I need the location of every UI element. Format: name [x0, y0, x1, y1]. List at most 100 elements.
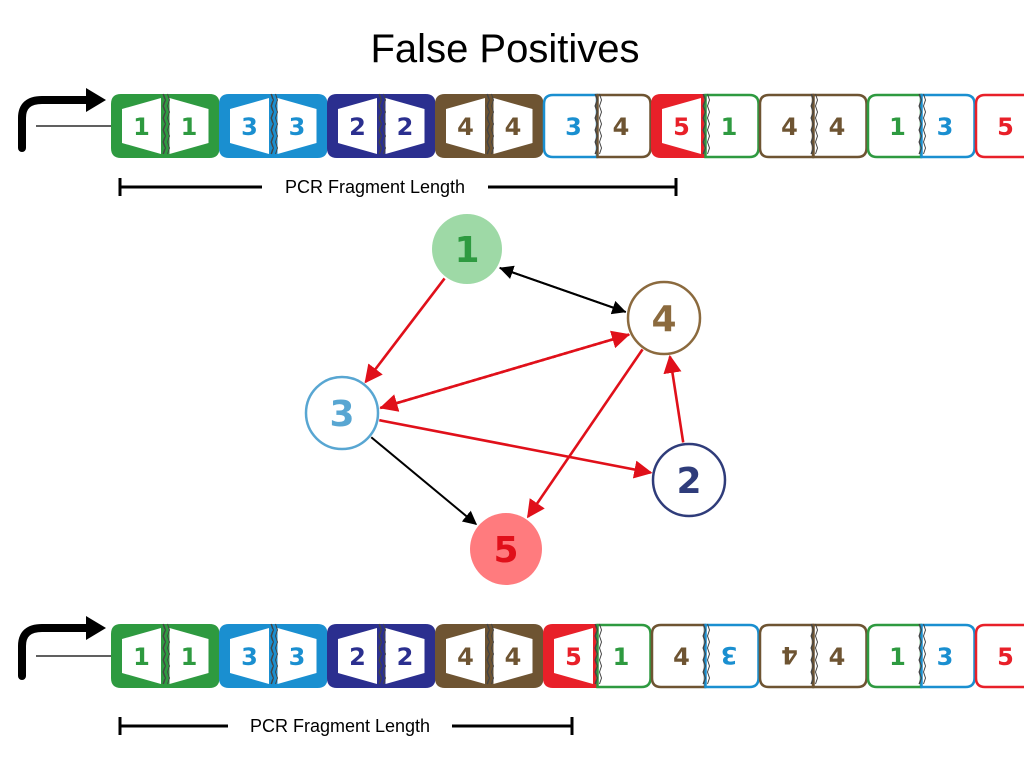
segment-top-9: 3 — [542, 93, 602, 159]
segment-bottom-12: 3 — [702, 623, 760, 689]
segment-label: 4 — [505, 643, 522, 671]
segment-label: 5 — [997, 643, 1014, 671]
segment-top-17: 5 — [974, 93, 1024, 159]
segment-bottom-3: 3 — [219, 623, 278, 688]
segment-label: 1 — [889, 643, 906, 671]
graph-nodes: 1 4 3 2 5 — [304, 214, 727, 585]
edge-3-to-4 — [379, 330, 631, 410]
segment-label: 1 — [721, 113, 738, 141]
segment-label: 3 — [565, 113, 582, 141]
edge-3-to-2 — [379, 418, 653, 479]
pcr-length-bar-bottom: PCR Fragment Length — [118, 716, 574, 736]
segment-label: 4 — [457, 643, 474, 671]
node-1: 1 — [432, 214, 502, 284]
segment-top-16: 3 — [918, 93, 976, 159]
segment-label: 3 — [241, 643, 258, 671]
segment-bottom-1: 1 — [111, 623, 170, 688]
promoter-arrow-icon — [18, 616, 112, 680]
segment-label: 3 — [241, 113, 258, 141]
pcr-length-bar-top: PCR Fragment Length — [118, 177, 678, 197]
segment-bottom-11: 4 — [650, 623, 710, 689]
edge-1-to-3 — [364, 277, 446, 384]
node-label: 2 — [676, 461, 701, 502]
segment-top-14: 4 — [810, 93, 868, 159]
segment-label: 5 — [997, 113, 1014, 141]
edge-4-to-3 — [379, 333, 630, 412]
node-label: 4 — [651, 299, 676, 340]
graph-edges — [364, 265, 685, 525]
segment-label: 5 — [673, 113, 690, 141]
segment-label: 3 — [721, 641, 738, 669]
segment-graph: 1 4 3 2 5 — [304, 214, 727, 585]
construct-bottom: 1 1 3 3 2 2 4 4 5 1 4 3 4 4 1 3 5 PCR Fragment Length — [18, 616, 1024, 736]
segment-bottom-10: 1 — [594, 623, 652, 689]
segment-top-11: 5 — [651, 93, 710, 158]
segment-top-6: 2 — [378, 93, 436, 158]
page-title: False Positives — [371, 27, 640, 71]
segment-label: 1 — [133, 643, 150, 671]
segment-bottom-6: 2 — [378, 623, 436, 688]
segment-top-12: 1 — [702, 93, 760, 159]
segment-top-8: 4 — [486, 93, 544, 158]
segment-bottom-4: 3 — [270, 623, 328, 688]
segment-label: 3 — [937, 113, 954, 141]
segment-top-5: 2 — [327, 93, 386, 158]
segment-label: 1 — [181, 643, 198, 671]
segment-label: 4 — [829, 643, 846, 671]
segment-label: 4 — [613, 113, 630, 141]
segment-label: 2 — [349, 113, 366, 141]
segment-label: 2 — [397, 643, 414, 671]
segment-label: 2 — [397, 113, 414, 141]
segment-bottom-15: 1 — [866, 623, 926, 689]
segment-label: 4 — [781, 113, 798, 141]
node-2: 2 — [651, 442, 727, 518]
node-label: 3 — [329, 394, 354, 435]
segment-top-10: 4 — [594, 93, 652, 159]
segment-label: 4 — [673, 643, 690, 671]
segment-top-1: 1 — [111, 93, 170, 158]
pcr-fragment-length-label-bottom: PCR Fragment Length — [250, 716, 430, 736]
segment-top-15: 1 — [866, 93, 926, 159]
segment-label: 4 — [829, 113, 846, 141]
segment-label: 3 — [937, 643, 954, 671]
segment-bottom-2: 1 — [162, 623, 220, 688]
segment-label: 4 — [781, 641, 798, 669]
edge-4-to-5 — [526, 348, 644, 519]
segment-bottom-14: 4 — [810, 623, 868, 689]
segment-label: 1 — [181, 113, 198, 141]
segment-bottom-8: 4 — [486, 623, 544, 688]
segment-bottom-5: 2 — [327, 623, 386, 688]
node-label: 5 — [493, 530, 518, 571]
segment-track-bottom: 1 1 3 3 2 2 4 4 5 1 4 3 4 4 1 3 5 — [111, 623, 1024, 689]
segment-label: 3 — [289, 113, 306, 141]
segment-label: 2 — [349, 643, 366, 671]
segment-top-3: 3 — [219, 93, 278, 158]
node-5: 5 — [470, 513, 542, 585]
segment-label: 4 — [457, 113, 474, 141]
segment-top-13: 4 — [758, 93, 818, 159]
segment-label: 4 — [505, 113, 522, 141]
segment-bottom-17: 5 — [974, 623, 1024, 689]
segment-top-2: 1 — [162, 93, 220, 158]
segment-bottom-9: 5 — [543, 623, 602, 688]
edge-3-to-5 — [370, 436, 478, 525]
segment-top-7: 4 — [435, 93, 494, 158]
segment-label: 1 — [133, 113, 150, 141]
segment-top-4: 3 — [270, 93, 328, 158]
segment-label: 3 — [289, 643, 306, 671]
node-3: 3 — [304, 375, 380, 451]
node-label: 1 — [454, 230, 479, 271]
edge-1-to-4 — [499, 266, 627, 315]
edge-2-to-4 — [663, 354, 685, 443]
segment-bottom-7: 4 — [435, 623, 494, 688]
node-4: 4 — [626, 280, 702, 356]
segment-label: 1 — [613, 643, 630, 671]
promoter-arrow-icon — [18, 88, 112, 152]
segment-label: 5 — [565, 643, 582, 671]
pcr-fragment-length-label-top: PCR Fragment Length — [285, 177, 465, 197]
segment-bottom-13: 4 — [758, 623, 818, 689]
segment-bottom-16: 3 — [918, 623, 976, 689]
